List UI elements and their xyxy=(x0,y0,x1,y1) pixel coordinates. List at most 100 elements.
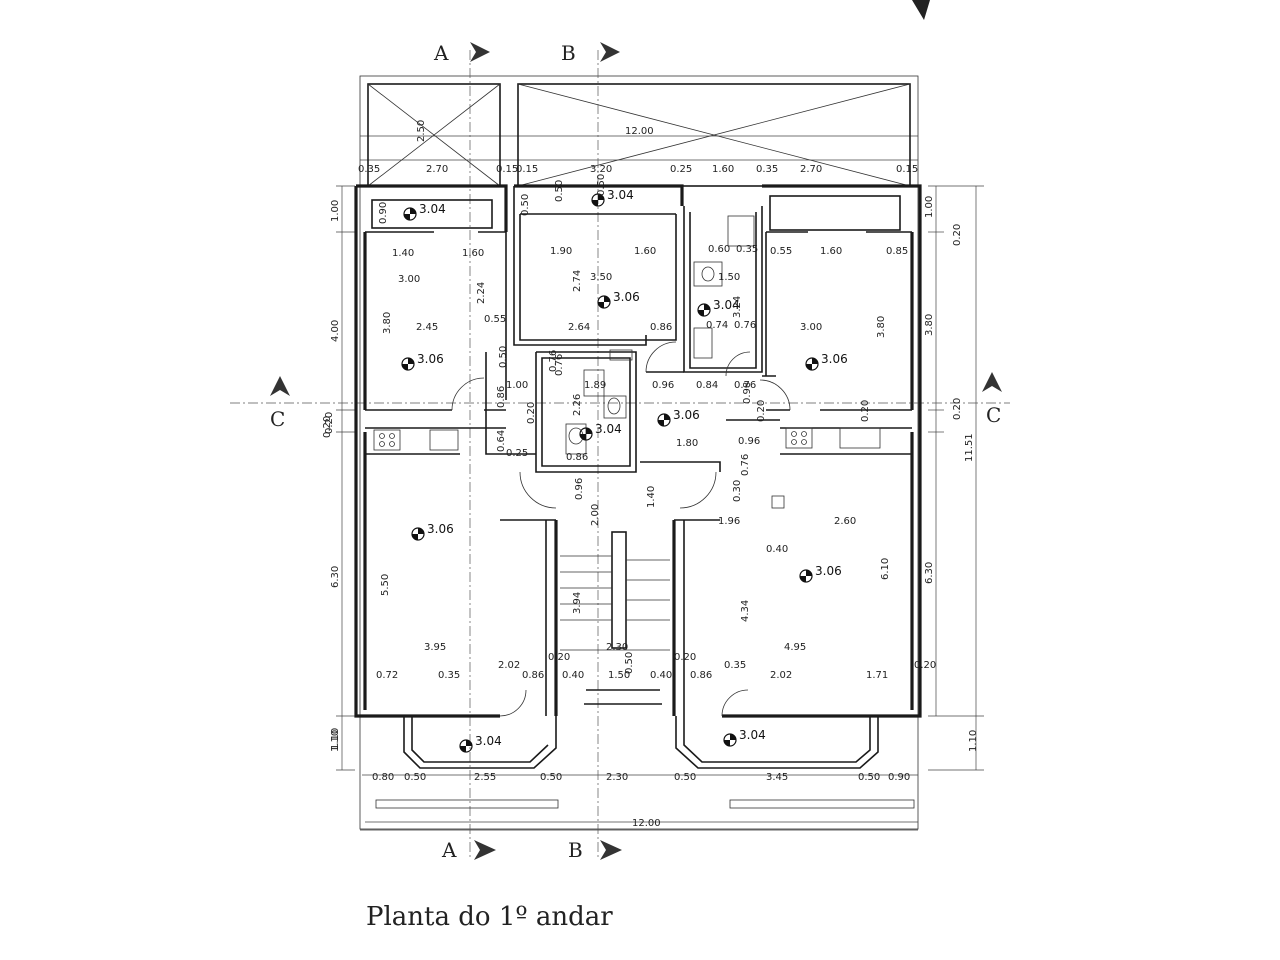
dim-overall-width: 12.00 xyxy=(625,126,654,137)
fixtures xyxy=(373,215,881,509)
level-value: 3.06 xyxy=(417,352,444,366)
dim-label: 1.10 xyxy=(330,730,341,752)
dim-label: 0.15 xyxy=(496,164,518,175)
dim-label: 1.90 xyxy=(550,246,572,257)
level-marker-fill xyxy=(812,358,818,364)
level-value: 3.06 xyxy=(427,522,454,536)
level-marker: 3.06 xyxy=(805,352,848,371)
level-value: 3.06 xyxy=(613,290,640,304)
dim-label: 1.60 xyxy=(820,246,842,257)
level-marker-fill xyxy=(418,528,424,534)
dim-label: 0.76 xyxy=(554,354,565,376)
dim-label: 0.50 xyxy=(520,194,531,216)
dim-label: 0.20 xyxy=(914,660,936,671)
dim-label: 2.70 xyxy=(426,164,448,175)
dim-label: 0.86 xyxy=(522,670,544,681)
level-value: 3.04 xyxy=(607,188,634,202)
dim-label: 1.00 xyxy=(924,196,935,218)
dim-label: 3.80 xyxy=(382,312,393,334)
section-label-a-bottom: A xyxy=(441,838,457,862)
dim-label: 2.24 xyxy=(476,282,487,304)
outer-frame-lines xyxy=(336,75,984,831)
dim-label: 0.20 xyxy=(952,398,963,420)
dim-label: 4.95 xyxy=(784,642,806,653)
dim-label: 1.00 xyxy=(330,200,341,222)
dim-label: 3.80 xyxy=(876,316,887,338)
dim-label: 2.30 xyxy=(606,772,628,783)
dim-label: 6.10 xyxy=(880,558,891,580)
dim-label: 0.86 xyxy=(566,452,588,463)
level-marker-fill xyxy=(598,194,604,200)
level-value: 3.06 xyxy=(815,564,842,578)
level-marker: 3.06 xyxy=(799,564,842,583)
dim-label: 3.00 xyxy=(800,322,822,333)
dim-label: 1.60 xyxy=(462,248,484,259)
dim-label: 1.96 xyxy=(718,516,740,527)
dim-label: 0.50 xyxy=(624,652,635,674)
dim-label: 5.50 xyxy=(380,574,391,596)
dim-label: 4.34 xyxy=(740,600,751,622)
level-marker-fill xyxy=(698,310,704,316)
dim-label: 1.40 xyxy=(646,486,657,508)
level-marker-fill xyxy=(664,414,670,420)
dim-label: 2.74 xyxy=(572,270,583,292)
dim-label: 0.20 xyxy=(548,652,570,663)
dim-label: 0.50 xyxy=(674,772,696,783)
dim-label: 0.35 xyxy=(438,670,460,681)
dim-label: 0.50 xyxy=(596,174,607,196)
level-marker-fill xyxy=(412,534,418,540)
dim-label: 0.85 xyxy=(886,246,908,257)
level-marker: 3.04 xyxy=(403,202,446,221)
level-value: 3.04 xyxy=(419,202,446,216)
level-marker-fill xyxy=(604,296,610,302)
level-marker-fill xyxy=(806,364,812,370)
level-markers: 3.043.063.043.063.043.063.063.043.063.06… xyxy=(401,188,848,753)
dim-overall-depth: 11.51 xyxy=(964,433,975,462)
dim-label: 0.76 xyxy=(734,320,756,331)
section-label-b-bottom: B xyxy=(568,838,583,862)
dim-label: 0.35 xyxy=(756,164,778,175)
dim-label: 0.40 xyxy=(562,670,584,681)
dim-label: 1.10 xyxy=(330,728,341,750)
drawing-title: Planta do 1º andar xyxy=(366,902,613,932)
level-marker: 3.06 xyxy=(401,352,444,371)
dim-label: 0.50 xyxy=(498,346,509,368)
dim-label: 2.00 xyxy=(590,504,601,526)
dim-label: 1.40 xyxy=(392,248,414,259)
dim-label: 1.50 xyxy=(718,272,740,283)
level-value: 3.06 xyxy=(821,352,848,366)
level-marker-fill xyxy=(598,302,604,308)
section-label-c-left: C xyxy=(270,407,285,431)
level-marker-fill xyxy=(402,364,408,370)
dim-label: 2.45 xyxy=(416,322,438,333)
dim-label: 0.96 xyxy=(574,478,585,500)
level-marker-fill xyxy=(466,740,472,746)
dim-label: 0.20 xyxy=(860,400,871,422)
dim-label: 3.45 xyxy=(766,772,788,783)
dim-label: 0.84 xyxy=(696,380,718,391)
dim-label: 1.60 xyxy=(634,246,656,257)
level-marker: 3.06 xyxy=(657,408,700,427)
dim-label: 0.20 xyxy=(952,224,963,246)
dim-label: 0.35 xyxy=(358,164,380,175)
dim-label: 0.55 xyxy=(484,314,506,325)
dim-label: 0.20 xyxy=(756,400,767,422)
dim-label: 0.86 xyxy=(650,322,672,333)
dim-label: 0.86 xyxy=(690,670,712,681)
dim-label: 0.50 xyxy=(404,772,426,783)
north-arrow-icon xyxy=(912,0,930,20)
top-balconies xyxy=(367,83,911,187)
dim-label: 0.40 xyxy=(766,544,788,555)
section-label-c-right: C xyxy=(986,403,1001,427)
level-marker-fill xyxy=(408,358,414,364)
level-marker-fill xyxy=(806,570,812,576)
dim-label: 2.70 xyxy=(800,164,822,175)
level-marker: 3.04 xyxy=(459,734,502,753)
dim-label: 3.00 xyxy=(398,274,420,285)
dim-label: 0.86 xyxy=(496,386,507,408)
dim-label: 0.50 xyxy=(554,180,565,202)
